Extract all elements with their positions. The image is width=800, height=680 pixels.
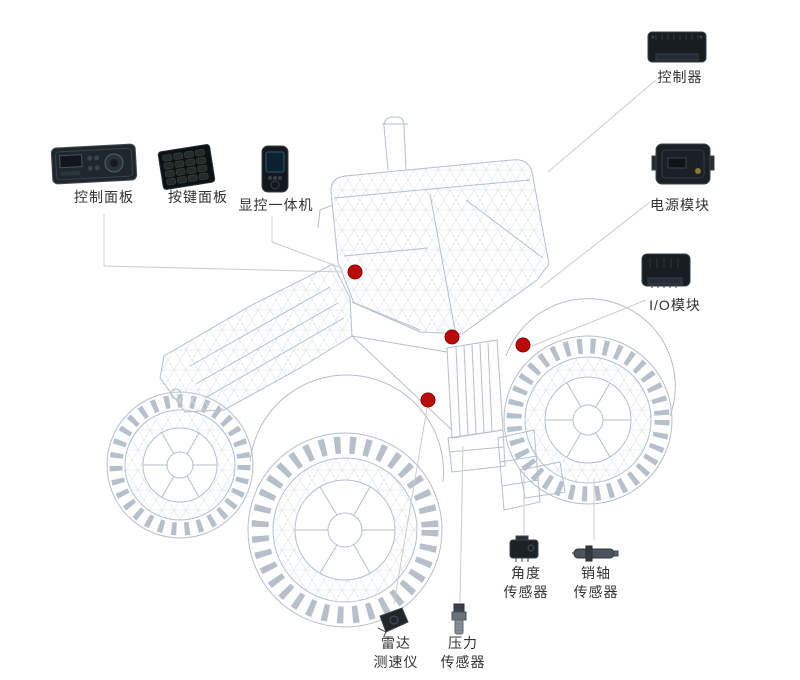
- connector-lines: [103, 79, 657, 605]
- radar-label-line2: 测速仪: [373, 654, 419, 670]
- controller-image: [647, 31, 707, 63]
- position-markers: [347, 264, 531, 408]
- io-module-connector: [531, 299, 647, 347]
- radar-label-line1: 雷达: [381, 635, 411, 651]
- pin-sensor-label-line2: 传感器: [573, 584, 619, 600]
- rear-right-wheel: [503, 335, 673, 505]
- tractor-wireframe: [106, 116, 676, 628]
- power-module-image: [651, 143, 715, 185]
- angle-sensor-label-line2: 传感器: [503, 584, 549, 600]
- io-module-label: I/O模块: [649, 297, 701, 313]
- keypad-panel-label: 按键面板: [168, 189, 228, 205]
- position-marker: [347, 264, 363, 280]
- front-grille: [446, 339, 506, 473]
- angle-sensor-label: 角度 传感器: [497, 564, 555, 602]
- cab: [317, 159, 550, 335]
- control-panel-connector: [103, 214, 344, 273]
- io-module-image: [641, 253, 691, 288]
- chassis-details: [249, 298, 676, 511]
- keypad-panel-image: [157, 144, 216, 190]
- control-panel-label: 控制面板: [74, 189, 134, 205]
- pressure-sensor-connector: [459, 445, 464, 603]
- pressure-sensor-label-line2: 传感器: [440, 654, 486, 670]
- pin-sensor-label: 销轴 传感器: [567, 564, 625, 602]
- position-marker: [420, 392, 436, 408]
- power-module-label: 电源模块: [650, 197, 710, 213]
- radar-speed-meter-label: 雷达 测速仪: [368, 634, 424, 672]
- display-unit-label: 显控一体机: [238, 197, 314, 213]
- hood: [159, 263, 353, 413]
- display-unit-connector: [271, 216, 343, 269]
- pressure-sensor-label: 压力 传感器: [434, 634, 492, 672]
- front-center-wheel: [247, 432, 443, 628]
- position-marker: [444, 329, 460, 345]
- radar-connector: [393, 407, 428, 605]
- pin-sensor-image: [572, 545, 619, 562]
- exhaust-stack: [382, 116, 408, 171]
- controller-connector: [547, 79, 657, 173]
- rear-left-wheel: [106, 391, 254, 539]
- power-module-connector: [539, 201, 651, 289]
- controller-label: 控制器: [657, 69, 703, 85]
- pressure-sensor-label-line1: 压力: [448, 635, 478, 651]
- angle-sensor-label-line1: 角度: [511, 565, 541, 581]
- radar-speed-meter-image: [377, 607, 409, 637]
- position-marker: [515, 337, 531, 353]
- pin-sensor-label-line1: 销轴: [581, 565, 611, 581]
- angle-sensor-image: [509, 535, 539, 562]
- display-unit-image: [261, 145, 289, 193]
- pressure-sensor-image: [451, 603, 467, 635]
- control-panel-image: [50, 143, 138, 185]
